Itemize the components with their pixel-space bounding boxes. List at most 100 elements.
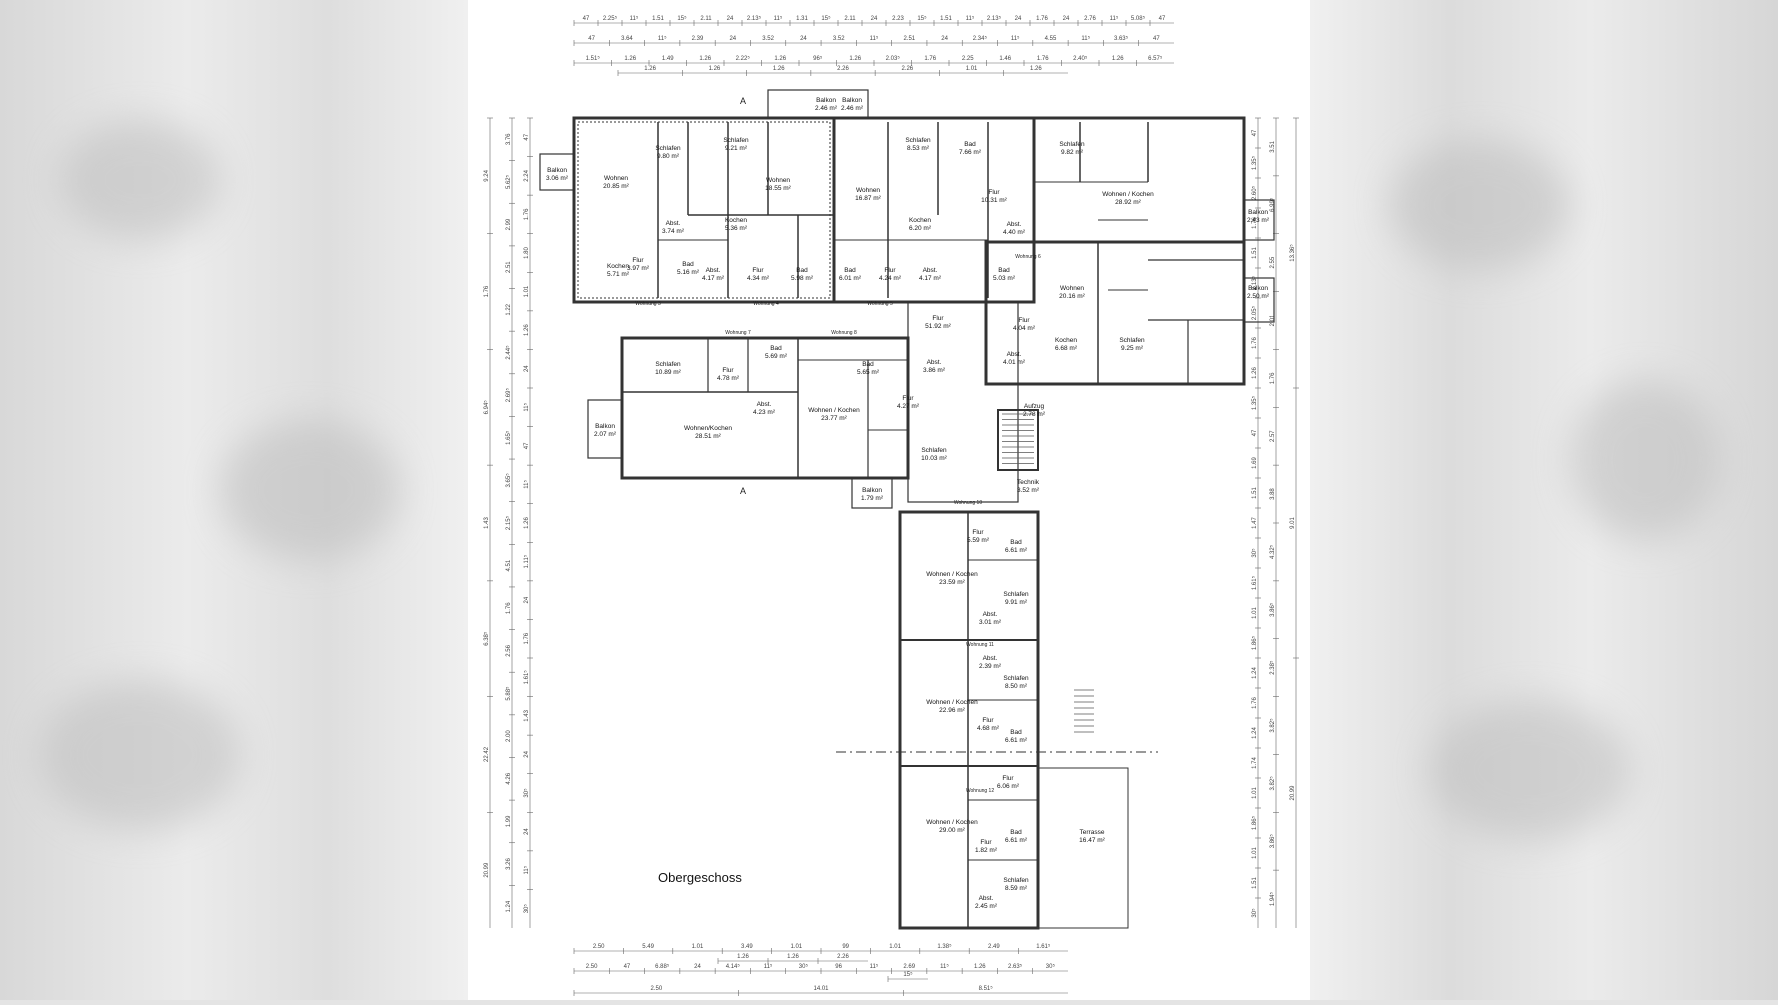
dimension-label: 1.01	[692, 944, 704, 950]
dimension-label: 1.76	[924, 56, 936, 62]
dimension-label: 3.64	[621, 36, 633, 42]
dimension-label: 2.13⁵	[747, 15, 762, 22]
room-name: Balkon	[595, 423, 615, 430]
room-area: 4.27 m²	[897, 403, 920, 410]
dimension-label: 2.40⁵	[1073, 55, 1088, 62]
dimension-label: 1.26	[787, 954, 799, 960]
dimension-label: 1.26	[737, 954, 749, 960]
room-area: 6.06 m²	[997, 783, 1020, 790]
room-name: Flur	[884, 267, 896, 274]
dimension-label: 30⁵	[1046, 963, 1056, 970]
room-area: 5.59 m²	[967, 537, 990, 544]
dimension-label: 11⁵	[774, 15, 783, 22]
room-name: Flur	[972, 529, 984, 536]
dimension-label: 6.99⁵	[1269, 197, 1276, 212]
room-name: Terrasse	[1080, 829, 1105, 836]
dimension-label: 2.13⁵	[1251, 275, 1258, 290]
room-area: 2.43 m²	[1247, 217, 1270, 224]
room-area: 2.46 m²	[815, 105, 838, 112]
dimension-label: 1.26	[524, 517, 530, 529]
room-name: Schlafen	[1119, 337, 1145, 344]
dimension-label: 1.99	[506, 815, 512, 827]
dimension-label: 47	[624, 964, 631, 970]
dimension-label: 47	[1252, 129, 1258, 136]
room-name: Bad	[1010, 829, 1022, 836]
dimension-label: 1.26	[1112, 56, 1124, 62]
room-area: 7.66 m²	[959, 149, 982, 156]
dimension-label: 1.26	[849, 56, 861, 62]
dimension-label: 1.76	[484, 285, 490, 297]
balcony-middle	[851, 477, 893, 509]
balcony-top	[767, 89, 869, 119]
room-name: Balkon	[862, 487, 882, 494]
room-label: Abst.4.23 m²	[753, 401, 776, 416]
dimension-label: 1.49	[662, 56, 674, 62]
room-area: 4.17 m²	[702, 275, 725, 282]
room-area: 9.21 m²	[725, 145, 748, 152]
dimension-label: 15⁵	[917, 15, 927, 22]
dimension-label: 6.88⁵	[655, 963, 670, 970]
dimension-label: 1.51⁵	[586, 55, 601, 62]
room-area: 10.89 m²	[655, 369, 681, 376]
dimension-label: 1.86⁵	[1251, 815, 1258, 830]
room-name: Wohnen	[766, 177, 790, 184]
room-area: 4.23 m²	[753, 409, 776, 416]
room-name: Flur	[902, 395, 914, 402]
room-area: 10.03 m²	[921, 455, 947, 462]
dimension-label: 20.99	[484, 862, 490, 878]
room-area: 29.00 m²	[939, 827, 965, 834]
room-label: Abst.4.40 m²	[1003, 221, 1026, 236]
dimension-label: 2.49	[988, 944, 1000, 950]
room-name: Bad	[862, 361, 874, 368]
dimension-label: 24	[1015, 16, 1022, 22]
dimension-label: 2.11	[700, 16, 712, 22]
wing-upper-right	[1032, 116, 1246, 244]
dimension-label: 2.51	[903, 36, 915, 42]
dimension-label: 47	[583, 16, 590, 22]
dimension-label: 47	[588, 36, 595, 42]
dimension-label: 9.01	[1290, 517, 1296, 529]
corridor	[907, 301, 1019, 503]
dimension-label: 2.56	[506, 644, 512, 656]
room-name: Flur	[632, 257, 644, 264]
dimension-label: 1.26	[974, 964, 986, 970]
room-area: 3.52 m²	[1017, 487, 1040, 494]
room-name: Bad	[796, 267, 808, 274]
room-name: Bad	[998, 267, 1010, 274]
room-area: 3.97 m²	[627, 265, 650, 272]
room-area: 4.24 m²	[879, 275, 902, 282]
dimension-label: 99	[842, 944, 849, 950]
room-name: Balkon	[1248, 285, 1268, 292]
room-label: Abst.2.39 m²	[979, 655, 1002, 670]
room-area: 28.51 m²	[695, 433, 721, 440]
room-area: 4.40 m²	[1003, 229, 1026, 236]
dimension-label: 11⁵	[966, 15, 975, 22]
room-area: 9.82 m²	[1061, 149, 1084, 156]
room-area: 20.85 m²	[603, 183, 629, 190]
room-name: Flur	[1002, 775, 1014, 782]
dimension-label: 1.26	[524, 324, 530, 336]
dimension-label: 5.62⁵	[505, 174, 512, 189]
dimension-label: 47	[524, 442, 530, 449]
room-area: 4.78 m²	[717, 375, 740, 382]
dimension-label: 1.01	[1252, 607, 1258, 619]
